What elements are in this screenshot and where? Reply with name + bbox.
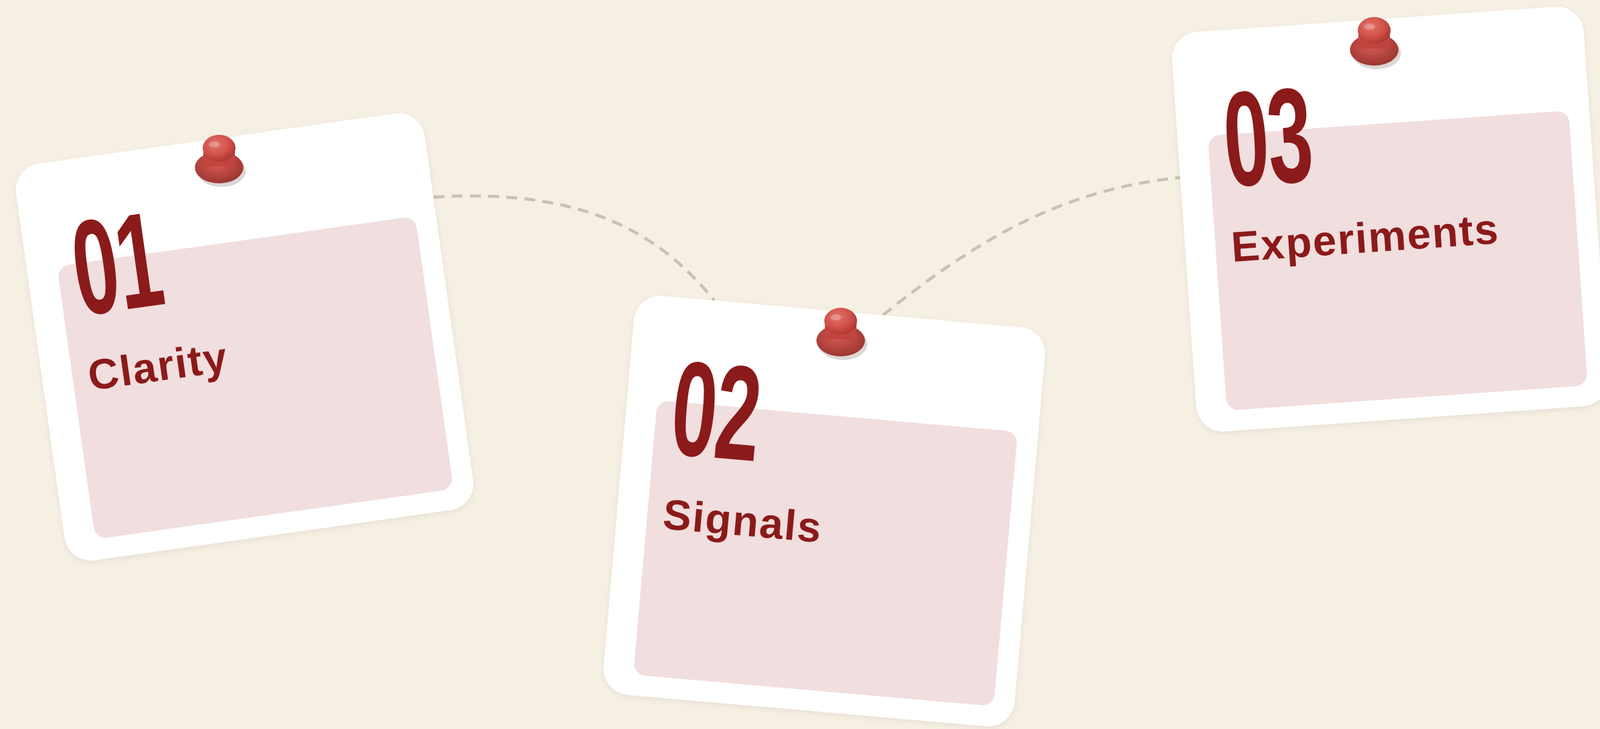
dashed-connector <box>433 196 715 301</box>
push-pin <box>1349 16 1401 70</box>
push-pin <box>816 307 868 360</box>
step-number: 01 <box>63 190 169 337</box>
step-card: 01Clarity <box>12 109 477 564</box>
dashed-connector <box>883 177 1181 316</box>
step-number: 02 <box>666 339 765 482</box>
step-card: 02Signals <box>601 293 1048 729</box>
step-number: 03 <box>1219 66 1316 207</box>
push-pin <box>194 134 246 187</box>
step-card: 03Experiments <box>1170 4 1600 434</box>
